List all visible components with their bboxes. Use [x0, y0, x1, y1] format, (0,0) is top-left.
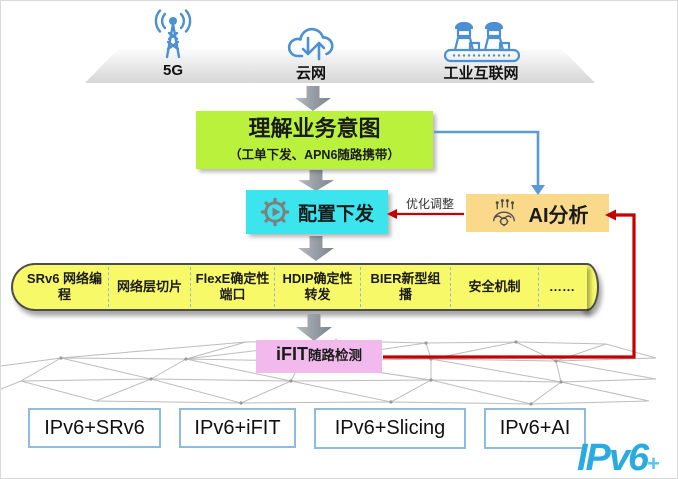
source-label-5g: 5G — [162, 62, 183, 79]
capability-item: FlexE确定性端口 — [191, 267, 275, 307]
capability-item: SRv6 网络编程 — [21, 267, 109, 307]
capability-item: BIER新型组播 — [361, 267, 451, 307]
ai-label: AI分析 — [528, 204, 589, 227]
result-box-slicing: IPv6+Slicing — [314, 408, 466, 449]
capability-item: 安全机制 — [451, 267, 539, 307]
capability-item: …… — [549, 278, 575, 294]
optimization-label: 优化调整 — [405, 197, 454, 211]
arrow-config-to-bar — [298, 236, 334, 261]
ai-box: AI分析 — [466, 194, 609, 232]
result-box-srv6: IPv6+SRv6 — [28, 408, 161, 448]
source-label-cloud: 云网 — [295, 65, 326, 82]
gear-play-icon — [260, 197, 290, 227]
capability-item: HDIP确定性转发 — [275, 267, 361, 307]
ifit-label-latin: iFIT — [276, 344, 308, 364]
5g-antenna-icon — [149, 9, 197, 63]
source-label-industry: 工业互联网 — [443, 65, 519, 82]
result-box-ifit: IPv6+iFIT — [179, 408, 296, 448]
ipv6-plus-logo: IPv6+ — [577, 419, 677, 477]
config-box: 配置下发 — [246, 190, 388, 234]
intent-subtitle: （工单下发、APN6随路携带） — [229, 147, 400, 162]
source-platform — [85, 49, 595, 83]
cloud-sync-icon — [284, 23, 340, 63]
result-box-ai: IPv6+AI — [484, 408, 586, 449]
ai-brain-icon — [487, 198, 521, 228]
logo-plus-icon: + — [647, 451, 661, 476]
industrial-internet-icon — [442, 19, 522, 65]
logo-text: IPv6 — [577, 437, 649, 479]
arrow-platform-to-intent — [295, 86, 331, 111]
intent-title: 理解业务意图 — [248, 116, 381, 142]
intent-box: 理解业务意图 （工单下发、APN6随路携带） — [196, 111, 433, 169]
arrow-intent-to-config — [298, 170, 334, 191]
capability-bar: SRv6 网络编程 网络层切片 FlexE确定性端口 HDIP确定性转发 BIE… — [11, 263, 587, 311]
ifit-label-cn: 随路检测 — [308, 348, 362, 363]
capability-item: 网络层切片 — [109, 267, 191, 307]
config-label: 配置下发 — [297, 203, 374, 225]
